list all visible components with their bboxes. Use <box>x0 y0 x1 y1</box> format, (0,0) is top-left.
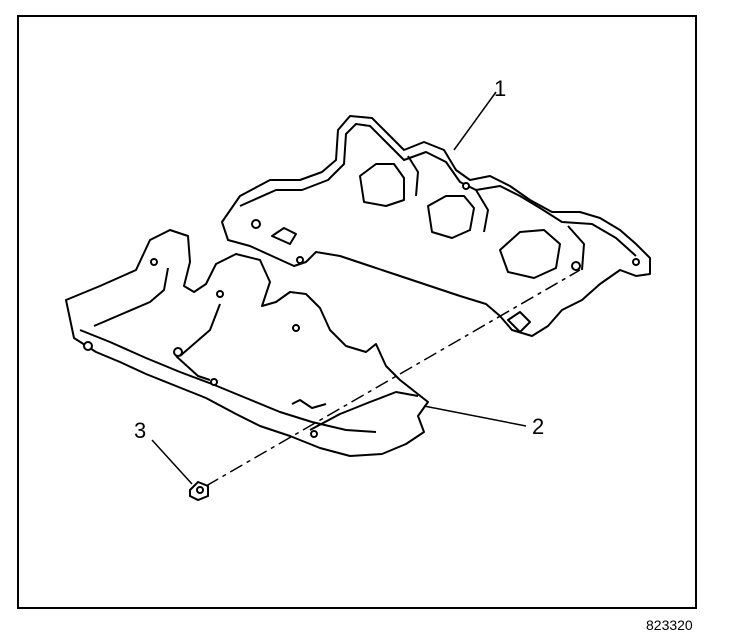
leader-3 <box>151 439 193 485</box>
heat-shield <box>65 229 429 457</box>
figure-frame <box>17 15 697 609</box>
leader-1 <box>453 91 497 151</box>
figure-id: 823320 <box>646 617 693 633</box>
alignment-line <box>205 269 581 487</box>
callout-1: 1 <box>494 76 507 101</box>
leader-2 <box>423 405 527 427</box>
exhaust-manifold <box>221 115 651 337</box>
bolt <box>189 480 209 502</box>
leader-lines <box>151 91 527 485</box>
callout-3: 3 <box>134 418 147 443</box>
callout-2: 2 <box>532 414 545 439</box>
